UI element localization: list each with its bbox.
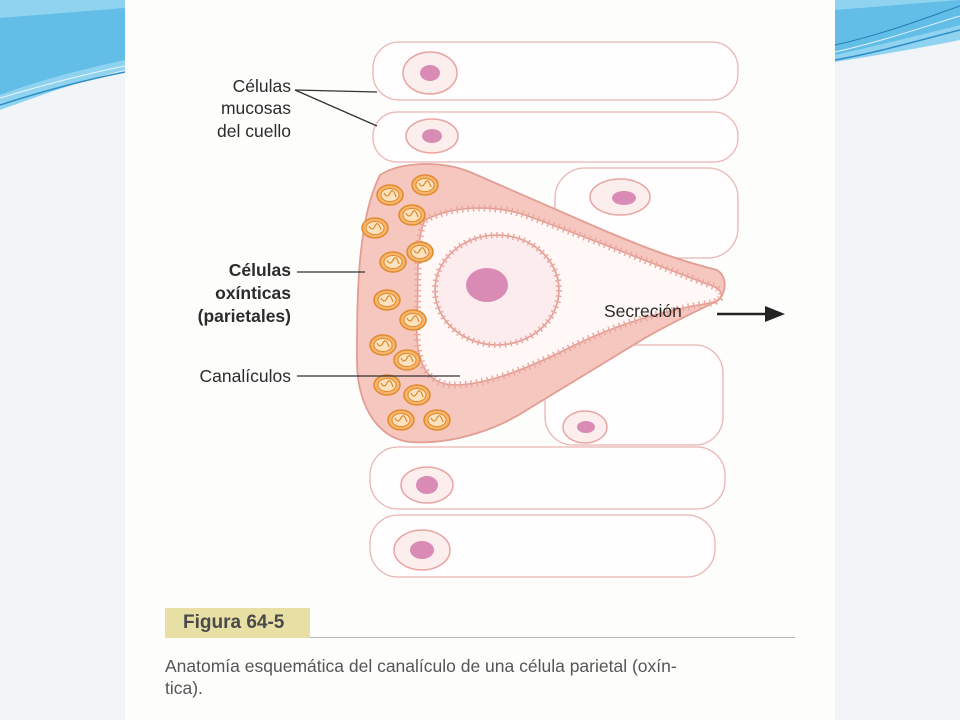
label-mucous-line1: Células bbox=[233, 76, 292, 96]
right-wave-decoration bbox=[834, 0, 960, 62]
figure-divider bbox=[310, 637, 795, 638]
nucleus bbox=[466, 268, 508, 302]
parietal-cell-diagram: Células mucosas del cuello Células oxínt… bbox=[198, 41, 785, 578]
label-mucous-line2: mucosas bbox=[221, 98, 291, 118]
mucous-cell bbox=[372, 41, 739, 101]
figure-number: Figura 64-5 bbox=[183, 612, 285, 633]
epithelial-cell bbox=[369, 446, 726, 510]
label-oxyntic-line3: (parietales) bbox=[198, 306, 291, 326]
parietal-cell bbox=[356, 163, 726, 444]
label-mucous-line3: del cuello bbox=[217, 121, 291, 141]
label-secretion: Secreción bbox=[604, 301, 682, 321]
microvilli bbox=[413, 204, 725, 389]
secretion-arrow bbox=[717, 306, 785, 322]
epithelial-cell bbox=[369, 514, 716, 578]
figure-page: Células mucosas del cuello Células oxínt… bbox=[125, 0, 835, 720]
caption-line-1: Anatomía esquemática del canalículo de u… bbox=[165, 656, 677, 676]
figure-caption: Anatomía esquemática del canalículo de u… bbox=[165, 655, 805, 699]
label-canaliculi: Canalículos bbox=[200, 366, 292, 386]
label-oxyntic-line1: Células bbox=[229, 260, 292, 280]
label-oxyntic-line2: oxínticas bbox=[215, 283, 291, 303]
figure-number-box bbox=[165, 608, 310, 638]
caption-line-2: tica). bbox=[165, 678, 203, 698]
leader-lines bbox=[294, 89, 460, 377]
left-wave-decoration bbox=[0, 0, 126, 110]
mucous-cell bbox=[372, 111, 739, 163]
